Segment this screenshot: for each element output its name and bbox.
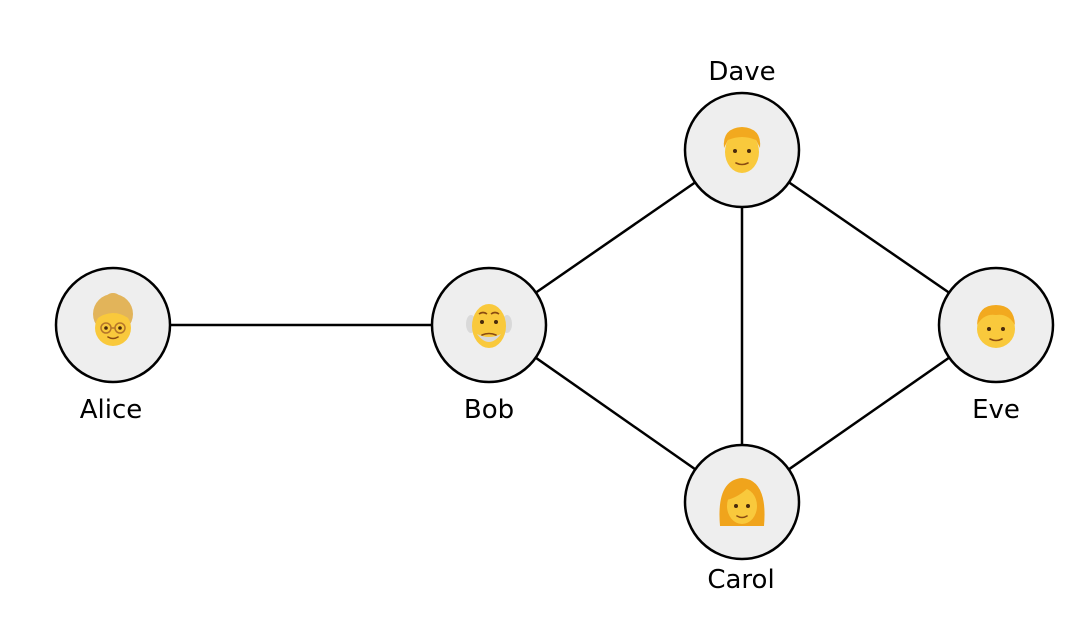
node-dave-label: Dave (708, 57, 775, 87)
node-bob-label: Bob (464, 395, 514, 425)
node-carol: Carol (683, 443, 801, 595)
node-alice: Alice (54, 266, 172, 425)
woman-face-icon (719, 478, 765, 526)
edges (113, 148, 997, 504)
node-carol-label: Carol (707, 565, 774, 595)
boy-face-icon (977, 305, 1015, 348)
node-dave: Dave (683, 57, 801, 209)
node-alice-label: Alice (80, 395, 143, 425)
older-man-face-icon (466, 304, 512, 348)
man-face-icon (723, 127, 761, 173)
node-bob: Bob (430, 266, 548, 425)
older-woman-face-icon (93, 293, 133, 346)
node-eve: Eve (937, 266, 1055, 425)
node-eve-label: Eve (972, 395, 1020, 425)
